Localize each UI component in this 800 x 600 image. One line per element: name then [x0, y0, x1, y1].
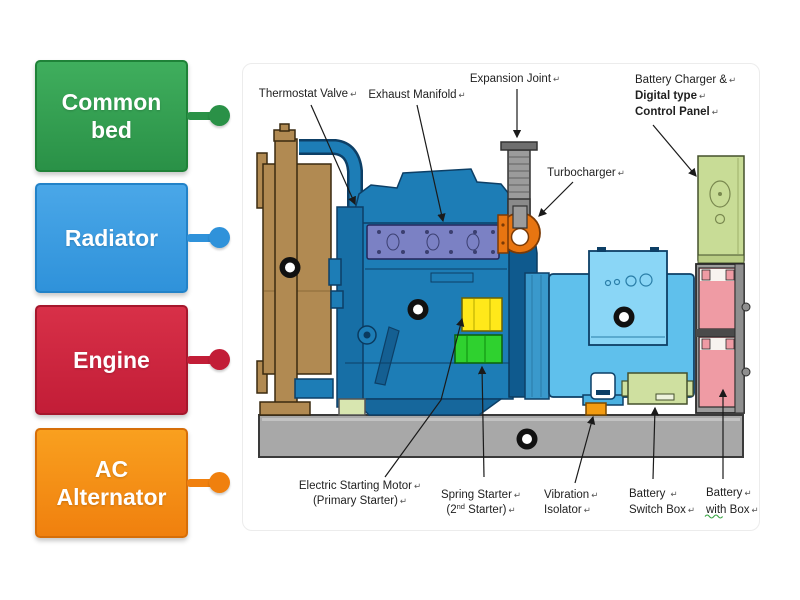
- svg-text:Battery↵: Battery↵: [629, 488, 678, 500]
- diagram-label-vibration-isolator: Vibration↵ Isolator↵: [544, 489, 598, 516]
- leader-line-vibration-isolator: [574, 415, 596, 484]
- svg-text:Isolator↵: Isolator↵: [544, 504, 591, 516]
- diagram-label-expansion-joint: Expansion Joint↵: [470, 73, 560, 85]
- diagram-panel: Thermostat Valve↵ Exhaust Manifold↵ Expa…: [242, 63, 760, 531]
- connector-dot: [209, 227, 230, 248]
- connector-stem: [187, 234, 214, 242]
- leader-line-battery-charger: [652, 124, 697, 177]
- lower-hose: [294, 378, 334, 399]
- leader-lines: [310, 89, 728, 484]
- svg-text:Battery Charger &↵: Battery Charger &↵: [635, 74, 736, 86]
- leader-line-turbocharger: [538, 181, 574, 217]
- connector-stem: [187, 479, 214, 487]
- leader-line-electric-starting-motor: [384, 317, 465, 478]
- svg-text:Vibration↵: Vibration↵: [544, 489, 598, 501]
- engine-isolator-shape: [338, 398, 366, 416]
- label-tile-text: AC Alternator: [56, 456, 167, 510]
- starter-motors-illustration: [454, 297, 503, 364]
- label-tile-radiator[interactable]: Radiator: [35, 183, 230, 293]
- drop-target-on-radiator[interactable]: [279, 257, 301, 278]
- diagram-label-thermostat-valve: Thermostat Valve↵: [259, 88, 357, 100]
- electric-starter-shape: [461, 297, 503, 332]
- alternator-illustration: [548, 247, 695, 416]
- diagram-label-exhaust-manifold: Exhaust Manifold↵: [368, 89, 465, 101]
- svg-text:Battery↵: Battery↵: [706, 487, 752, 499]
- spring-starter-shape: [454, 334, 503, 364]
- svg-text:Digital type↵: Digital type↵: [635, 90, 706, 102]
- vibration-isolator-shape: [585, 402, 607, 416]
- svg-text:(Primary Starter)↵: (Primary Starter)↵: [313, 495, 407, 507]
- generator-diagram: Thermostat Valve↵ Exhaust Manifold↵ Expa…: [256, 73, 759, 519]
- battery-stack-illustration: [695, 263, 751, 414]
- diagram-label-battery-with-box: Battery↵ with Box↵: [704, 487, 759, 519]
- drop-target-on-common-bed[interactable]: [516, 428, 538, 450]
- connector-dot: [209, 105, 230, 126]
- leader-line-thermostat-valve: [310, 104, 356, 206]
- svg-text:with Box↵: with Box↵: [705, 504, 759, 516]
- leader-line-exhaust-manifold: [416, 104, 446, 223]
- drop-targets: [279, 257, 635, 450]
- diagram-label-battery-switch-box: Battery↵ Switch Box↵: [629, 488, 695, 516]
- connector-stem: [187, 112, 214, 120]
- svg-text:Control Panel↵: Control Panel↵: [635, 106, 719, 118]
- label-tile-common-bed[interactable]: Common bed: [35, 60, 230, 172]
- common-bed-illustration: [258, 414, 744, 458]
- diagram-labels: Thermostat Valve↵ Exhaust Manifold↵ Expa…: [259, 73, 759, 519]
- leader-line-battery-switch-box: [650, 406, 659, 480]
- spellcheck-underline: [704, 514, 724, 519]
- exhaust-manifold-shape: [366, 224, 500, 260]
- drop-target-on-engine[interactable]: [407, 299, 429, 320]
- label-tile-engine[interactable]: Engine: [35, 305, 230, 415]
- leader-line-spring-starter: [477, 365, 487, 478]
- battery-switch-box-illustration: [621, 372, 694, 405]
- label-tile-text: Radiator: [64, 225, 159, 251]
- connector-dot: [209, 349, 230, 370]
- label-tile-text: Common bed: [61, 89, 162, 143]
- label-tile-ac-alternator[interactable]: AC Alternator: [35, 428, 230, 538]
- control-panel-illustration: [697, 155, 745, 264]
- svg-text:(2nd Starter)↵: (2nd Starter)↵: [446, 502, 515, 516]
- label-tile-text: Engine: [73, 347, 150, 373]
- svg-text:Electric Starting Motor↵: Electric Starting Motor↵: [299, 480, 421, 492]
- svg-text:Spring Starter↵: Spring Starter↵: [441, 489, 521, 501]
- drop-target-on-alternator[interactable]: [613, 306, 635, 328]
- diagram-label-electric-starting-motor: Electric Starting Motor↵ (Primary Starte…: [299, 480, 421, 507]
- diagram-label-turbocharger: Turbocharger↵: [547, 167, 625, 179]
- connector-dot: [209, 472, 230, 493]
- diagram-label-spring-starter: Spring Starter↵ (2nd Starter)↵: [441, 489, 521, 516]
- svg-text:Switch Box↵: Switch Box↵: [629, 504, 695, 516]
- turbocharger-illustration: [497, 205, 541, 254]
- diagram-label-battery-charger-control-panel: Battery Charger &↵ Digital type↵ Control…: [635, 74, 736, 118]
- connector-stem: [187, 356, 214, 364]
